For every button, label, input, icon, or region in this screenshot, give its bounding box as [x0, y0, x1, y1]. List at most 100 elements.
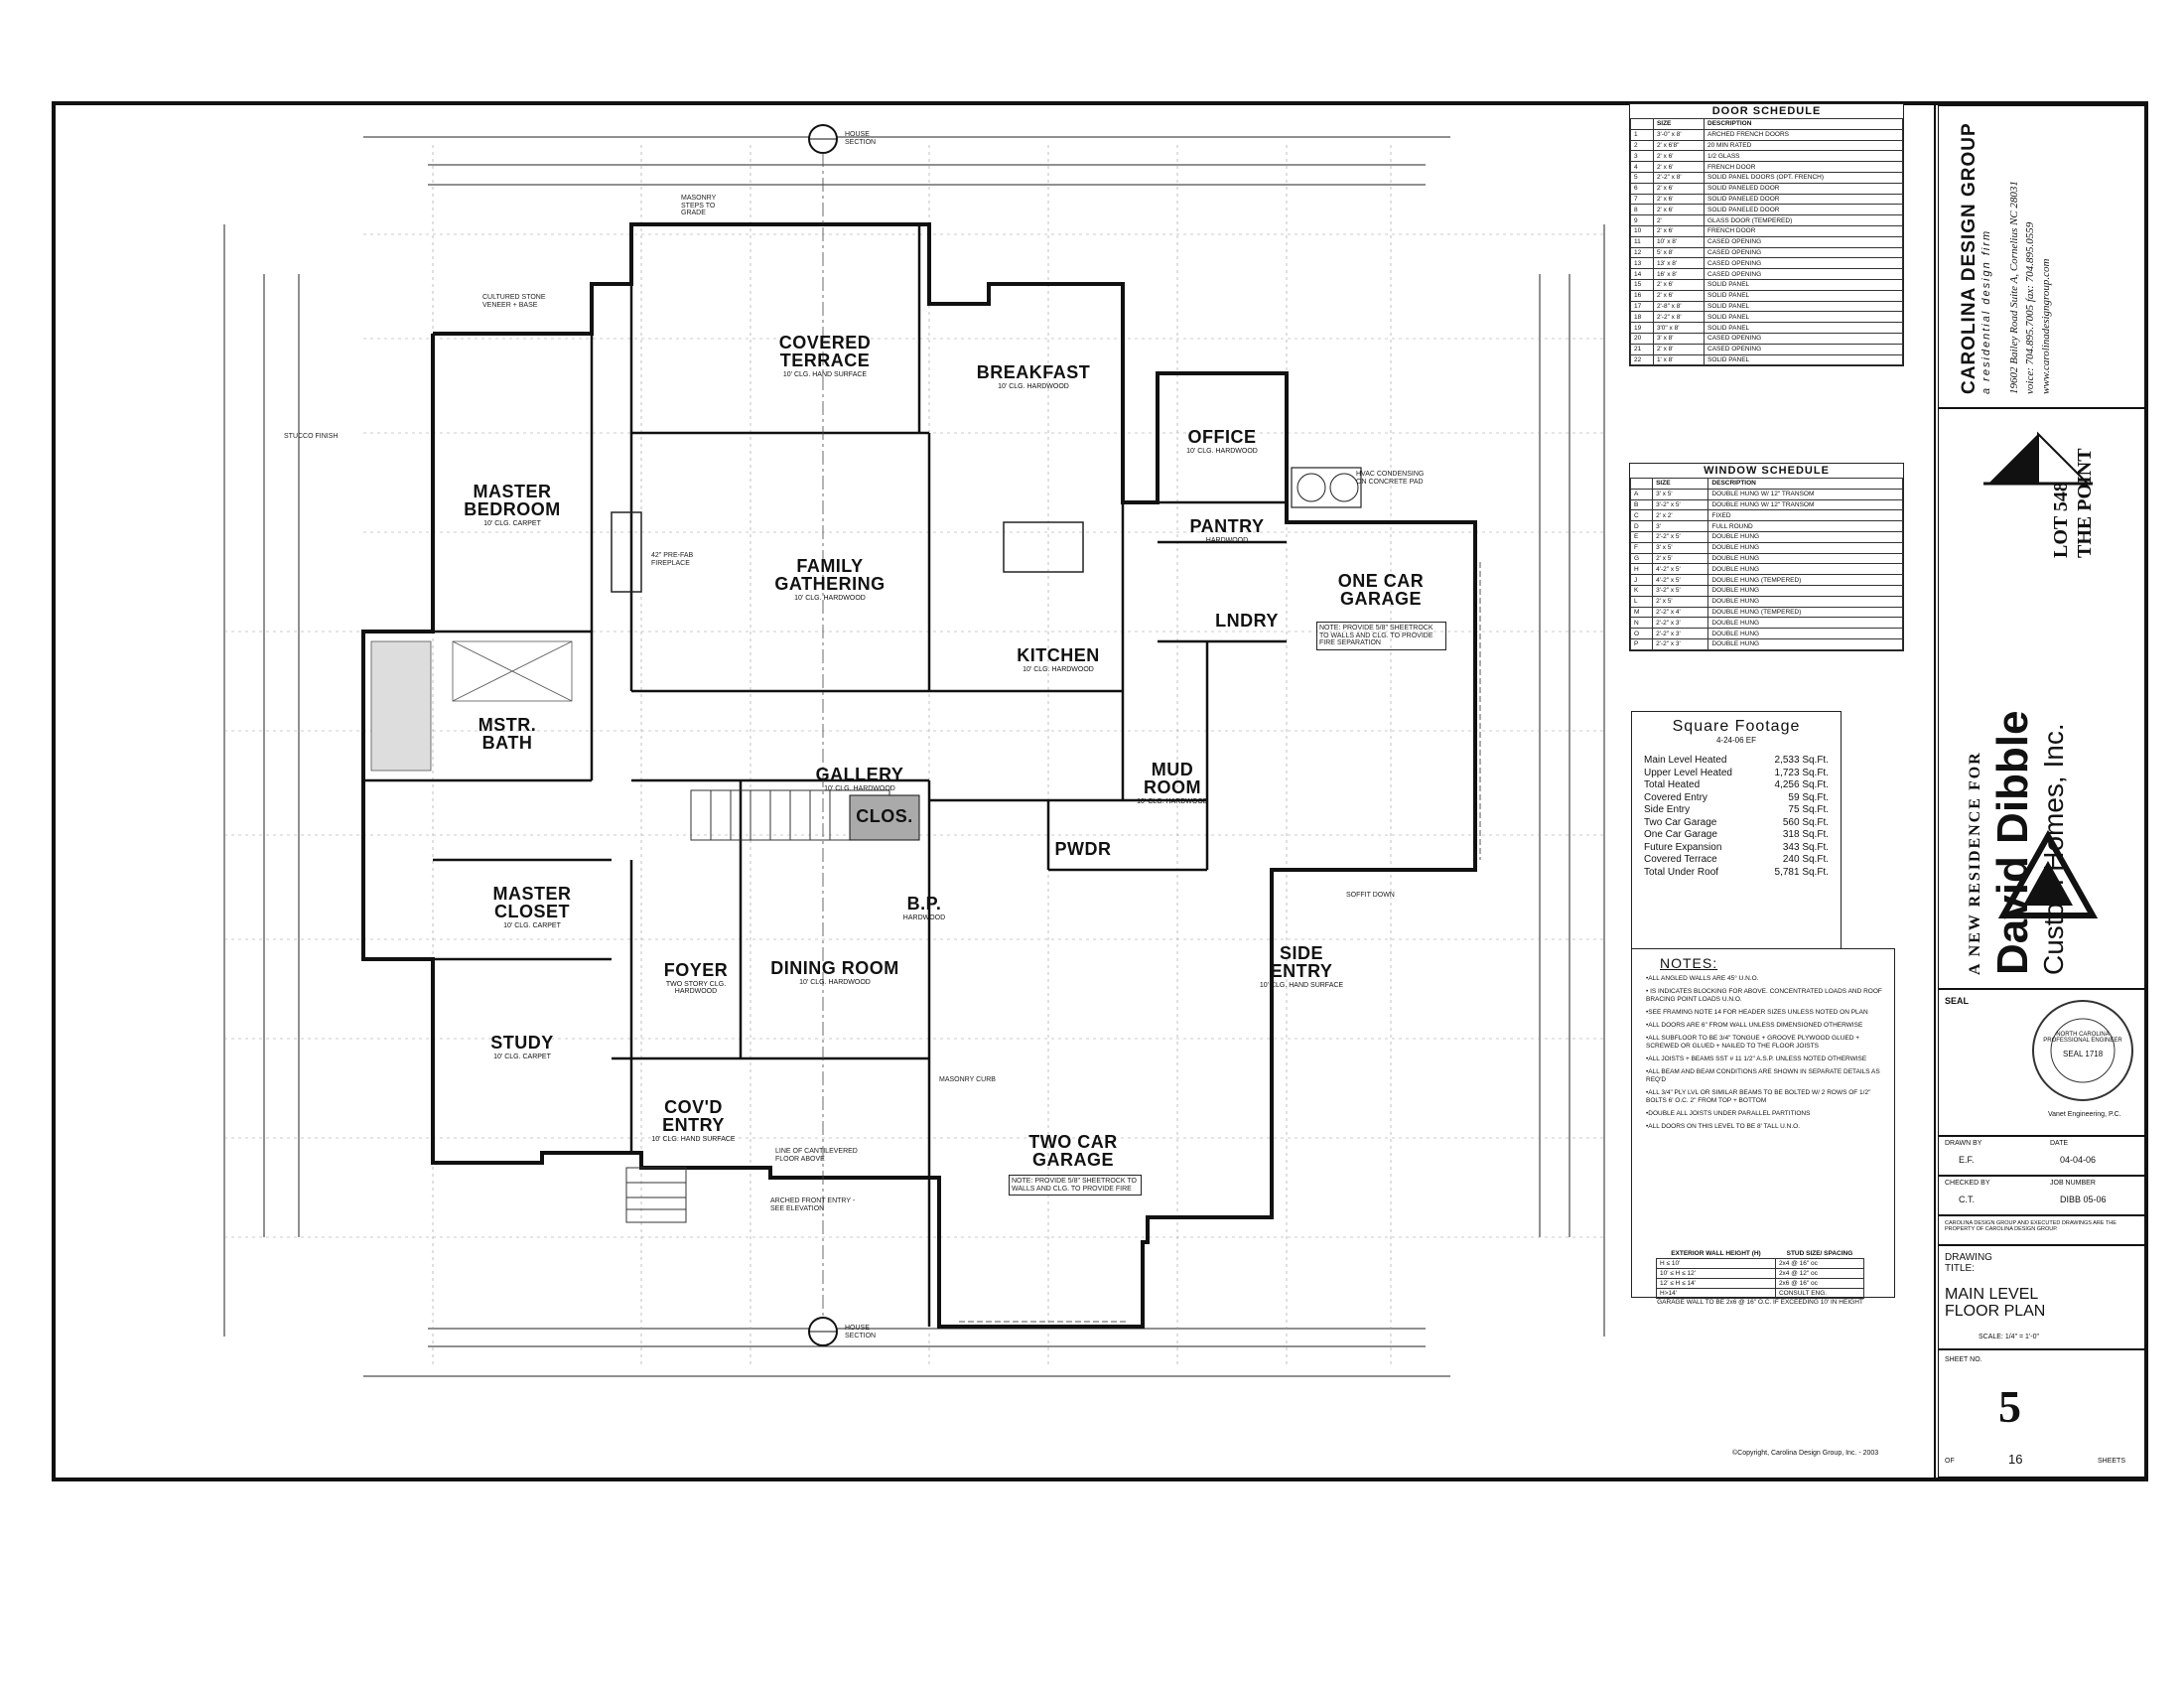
- table-cell: SOLID PANEL: [1704, 300, 1903, 313]
- note-item: •ALL ANGLED WALLS ARE 45° U.N.O.: [1646, 975, 1759, 982]
- table-cell: 1/2 GLASS: [1704, 150, 1903, 163]
- notes-box: NOTES: •ALL ANGLED WALLS ARE 45° U.N.O.•…: [1631, 948, 1895, 1298]
- square-footage-row: Side Entry 75 Sq.Ft.: [1632, 804, 1841, 817]
- table-cell: 11: [1630, 235, 1654, 248]
- stucco-finish-note: STUCCO FINISH: [284, 433, 339, 440]
- drawing-sheet-border: COVERED TERRACE 10' CLG. HAND SURFACE BR…: [52, 101, 2148, 1481]
- sheets-label: SHEETS: [2098, 1458, 2126, 1465]
- company-address: 19602 Bailey Road Suite A, Cornelius NC …: [2008, 181, 2020, 394]
- table-cell: 2' x 6'8": [1652, 139, 1706, 152]
- area-label: One Car Garage: [1644, 829, 1717, 840]
- area-value: 75 Sq.Ft.: [1788, 804, 1829, 815]
- room-name: SIDE ENTRY: [1270, 943, 1333, 981]
- room-ceiling-floor: 10' CLG. CARPET: [483, 520, 541, 527]
- area-label: Covered Entry: [1644, 791, 1707, 803]
- company-web: www.carolinadesigngroup.com: [2040, 258, 2052, 394]
- date-value: 04-04-06: [2060, 1155, 2097, 1165]
- table-cell: 3' x 5': [1652, 541, 1709, 554]
- cantilevered-floor-note: LINE OF CANTILEVERED FLOOR ABOVE: [775, 1148, 858, 1163]
- note-item: • IS INDICATES BLOCKING FOR ABOVE. CONCE…: [1646, 988, 1882, 1003]
- engineer-seal-icon: [2032, 1000, 2133, 1101]
- table-cell: P: [1629, 637, 1654, 650]
- table-cell: 18: [1630, 311, 1654, 324]
- table-row: 12' ≤ H ≤ 14'2x6 @ 16" oc: [1656, 1278, 1865, 1289]
- table-cell: F: [1629, 541, 1654, 554]
- sheet-number-label: SHEET NO.: [1945, 1356, 1982, 1363]
- room-pantry: PANTRY HARDWOOD: [1177, 517, 1277, 544]
- table-cell: DOUBLE HUNG: [1707, 628, 1903, 639]
- table-cell: SOLID PANEL: [1704, 322, 1903, 334]
- window-schedule-title: WINDOW SCHEDULE: [1704, 465, 1830, 477]
- drawn-by-value: E.F.: [1959, 1155, 1975, 1165]
- table-cell: 2' x 8': [1652, 343, 1706, 355]
- table-cell: 3': [1652, 520, 1709, 532]
- drawing-title-panel: DRAWING TITLE: MAIN LEVEL FLOOR PLAN SCA…: [1938, 1245, 2146, 1349]
- table-cell: 2' x 6': [1652, 150, 1706, 163]
- table-cell: 3' x 5': [1652, 488, 1709, 500]
- table-cell: 1' x 8': [1652, 353, 1706, 366]
- column-header: DESCRIPTION: [1704, 118, 1903, 130]
- company-name: CAROLINA DESIGN GROUP: [1959, 122, 1979, 394]
- masonry-steps-note: MASONRY STEPS TO GRADE: [681, 195, 717, 217]
- table-cell: 13: [1630, 257, 1654, 270]
- area-value: 318 Sq.Ft.: [1782, 829, 1829, 840]
- area-label: Side Entry: [1644, 804, 1691, 815]
- table-cell: 3' x 8': [1652, 332, 1706, 345]
- area-value: 2,533 Sq.Ft.: [1774, 755, 1829, 766]
- room-dining-room: DINING ROOM 10' CLG. HARDWOOD: [755, 959, 914, 986]
- arched-front-note: ARCHED FRONT ENTRY - SEE ELEVATION: [770, 1197, 856, 1212]
- table-cell: O: [1629, 628, 1654, 639]
- square-footage-date: 4-24-06 EF: [1715, 736, 1757, 745]
- area-label: Upper Level Heated: [1644, 767, 1732, 778]
- area-label: Main Level Heated: [1644, 755, 1727, 766]
- table-cell: ARCHED FRENCH DOORS: [1704, 128, 1903, 141]
- table-cell: 2' x 6': [1652, 278, 1706, 291]
- table-cell: 4'-2" x 5': [1652, 563, 1709, 576]
- table-cell: 2x6 @ 16" oc: [1774, 1278, 1865, 1289]
- job-number-label: JOB NUMBER: [2050, 1180, 2096, 1187]
- room-master-bedroom: MASTER BEDROOM 10' CLG. CARPET: [453, 483, 572, 527]
- table-cell: 17: [1630, 300, 1654, 313]
- table-cell: SOLID PANELED DOOR: [1704, 193, 1903, 206]
- room-ceiling-floor: 10' CLG. HARDWOOD: [1186, 448, 1258, 455]
- checked-by-row: CHECKED BY C.T. JOB NUMBER DIBB 05-06: [1938, 1176, 2146, 1215]
- area-value: 5,781 Sq.Ft.: [1774, 866, 1829, 878]
- room-gallery: GALLERY 10' CLG. HARDWOOD: [800, 766, 919, 792]
- drawn-by-row: DRAWN BY E.F. DATE 04-04-06: [1938, 1136, 2146, 1176]
- drawing-scale: SCALE: 1/4" = 1'-0": [1979, 1334, 2039, 1340]
- note-item: •ALL JOISTS + BEAMS SST # 11 1/2" A.S.P.…: [1646, 1056, 1867, 1062]
- table-cell: 20: [1630, 332, 1654, 345]
- table-cell: 3'0" x 8': [1652, 322, 1706, 334]
- table-cell: H ≤ 10': [1656, 1258, 1776, 1269]
- seal-number: SEAL 1718: [2063, 1050, 2104, 1058]
- room-one-car-garage: ONE CAR GARAGE: [1316, 572, 1445, 608]
- sheet-number-value: 5: [1998, 1381, 2021, 1432]
- area-label: Future Expansion: [1644, 841, 1722, 853]
- room-ceiling-floor: 10' CLG. CARPET: [503, 922, 561, 929]
- room-study: STUDY 10' CLG. CARPET: [473, 1034, 572, 1060]
- table-cell: L: [1629, 595, 1654, 608]
- builder-logo-icon: [1983, 431, 2093, 486]
- table-cell: 2' x 6': [1652, 182, 1706, 195]
- table-cell: 6: [1630, 182, 1654, 195]
- room-name: MSTR. BATH: [478, 715, 537, 753]
- table-cell: 3'-2" x 5': [1652, 584, 1709, 597]
- table-cell: J: [1629, 574, 1654, 586]
- notes-list: •ALL ANGLED WALLS ARE 45° U.N.O. • IS IND…: [1632, 975, 1894, 1131]
- table-cell: 20 MIN RATED: [1704, 139, 1903, 152]
